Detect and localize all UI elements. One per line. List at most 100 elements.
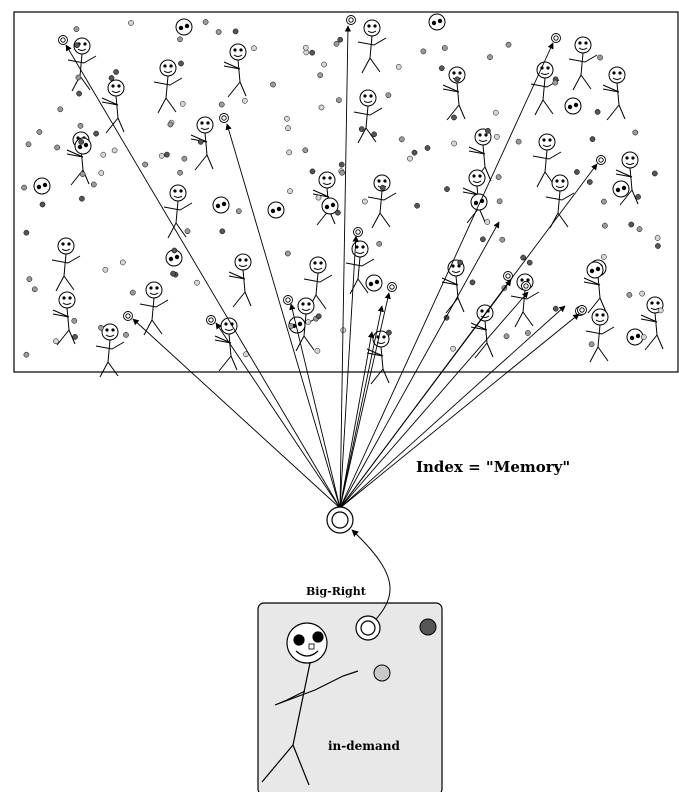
crowd-face bbox=[365, 274, 383, 292]
light-token bbox=[373, 664, 391, 682]
memory-dot bbox=[454, 76, 461, 83]
agent-label: in-demand bbox=[328, 739, 400, 753]
memory-target-ring bbox=[353, 227, 363, 237]
memory-dot bbox=[215, 29, 222, 35]
memory-dot bbox=[495, 174, 502, 180]
memory-dot bbox=[651, 170, 658, 177]
memory-dot bbox=[102, 266, 109, 273]
crowd-face bbox=[470, 193, 488, 211]
memory-target-ring bbox=[123, 311, 133, 321]
crowd-face bbox=[212, 196, 230, 214]
memory-dot bbox=[232, 28, 239, 35]
crowd-person-figure bbox=[530, 61, 560, 116]
memory-dot bbox=[411, 149, 418, 156]
memory-dot bbox=[77, 122, 84, 129]
memory-dot bbox=[358, 126, 365, 132]
memory-dot bbox=[78, 139, 85, 145]
crowd-person-figure bbox=[223, 43, 247, 98]
memory-target-ring bbox=[206, 315, 216, 325]
memory-dot bbox=[438, 65, 445, 72]
memory-dot bbox=[450, 345, 456, 352]
crowd-person-figure bbox=[545, 174, 575, 229]
memory-dot bbox=[184, 228, 191, 235]
memory-dot bbox=[333, 40, 340, 47]
memory-dot bbox=[79, 171, 86, 177]
memory-dot bbox=[98, 324, 104, 331]
crowd-person-figure bbox=[532, 133, 562, 188]
memory-dot bbox=[503, 333, 510, 340]
memory-dot bbox=[601, 198, 607, 205]
crowd-person-figure bbox=[442, 66, 466, 121]
index-arrow bbox=[339, 331, 375, 509]
memory-dot bbox=[113, 69, 119, 75]
memory-dot bbox=[420, 48, 427, 55]
crowd-person-figure bbox=[67, 37, 97, 92]
memory-dot bbox=[494, 133, 500, 140]
memory-dot bbox=[515, 138, 522, 145]
memory-dot bbox=[589, 136, 596, 142]
index-arrow bbox=[225, 123, 341, 509]
memory-dot bbox=[635, 194, 641, 200]
memory-target-ring bbox=[58, 35, 68, 45]
memory-dot bbox=[499, 236, 506, 243]
index-arrow bbox=[339, 25, 352, 509]
crowd-person-figure bbox=[101, 79, 125, 134]
memory-dot bbox=[54, 144, 60, 151]
memory-dot bbox=[79, 195, 85, 202]
memory-dot bbox=[142, 161, 148, 168]
memory-dot bbox=[451, 140, 457, 147]
memory-dot bbox=[414, 202, 420, 209]
memory-dot bbox=[167, 121, 174, 128]
index-arrow bbox=[289, 303, 341, 509]
index-arrows bbox=[65, 25, 598, 509]
memory-target-ring bbox=[551, 33, 561, 43]
memory-dot bbox=[75, 74, 82, 81]
memory-dot bbox=[309, 168, 316, 175]
memory-dot bbox=[632, 129, 639, 136]
index-arrow bbox=[339, 291, 529, 509]
memory-dot bbox=[594, 109, 601, 115]
memory-dot bbox=[177, 36, 183, 43]
memory-dot bbox=[386, 329, 392, 336]
memory-dot bbox=[395, 63, 402, 70]
memory-dot bbox=[628, 221, 635, 228]
memory-dot bbox=[315, 194, 322, 201]
memory-dot bbox=[23, 229, 30, 236]
memory-dot bbox=[197, 139, 204, 145]
crowd-person-figure bbox=[52, 291, 76, 346]
memory-dot bbox=[398, 136, 405, 143]
memory-dot bbox=[338, 161, 345, 168]
memory-dot bbox=[302, 44, 309, 51]
agent-room bbox=[257, 602, 443, 792]
memory-dot bbox=[626, 292, 633, 298]
memory-dot bbox=[600, 254, 607, 260]
memory-dot bbox=[284, 250, 291, 257]
memory-dot bbox=[485, 127, 491, 134]
memory-dot bbox=[76, 90, 82, 97]
agent-figure bbox=[261, 622, 359, 786]
memory-dot bbox=[119, 259, 126, 266]
crowd-person-figure bbox=[353, 89, 383, 144]
crowd-person-figure bbox=[190, 116, 214, 171]
memory-dot bbox=[23, 351, 30, 358]
memory-target-ring bbox=[219, 113, 229, 123]
memory-dot bbox=[371, 131, 377, 138]
memory-dot bbox=[487, 54, 493, 60]
memory-dot bbox=[469, 279, 476, 286]
memory-dot bbox=[73, 26, 80, 32]
index-arrow bbox=[215, 322, 341, 509]
memory-dot bbox=[72, 334, 78, 340]
memory-dot bbox=[337, 36, 344, 43]
index-arrow bbox=[132, 318, 341, 509]
memory-dot bbox=[129, 289, 136, 296]
index-arrow bbox=[339, 235, 359, 509]
memory-dot bbox=[123, 332, 129, 338]
memory-dot bbox=[407, 155, 413, 162]
memory-dot bbox=[36, 129, 43, 135]
memory-dot bbox=[202, 19, 209, 25]
memory-dot bbox=[158, 152, 165, 159]
memory-dot bbox=[602, 222, 608, 229]
crowd-person-figure bbox=[228, 253, 252, 308]
memory-dot bbox=[597, 54, 603, 61]
